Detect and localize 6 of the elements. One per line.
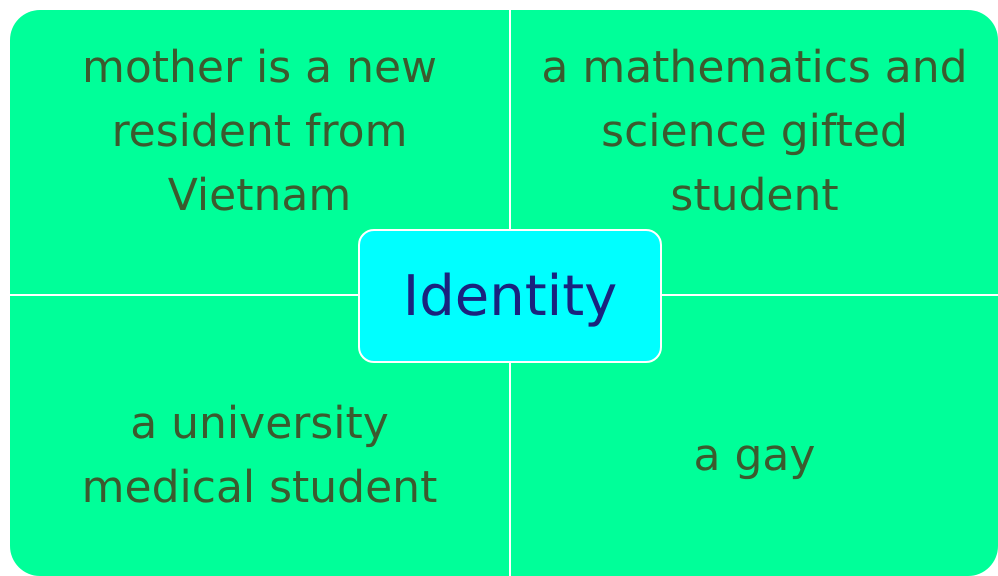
center-title: Identity xyxy=(402,264,618,328)
identity-text: a gay xyxy=(694,429,816,483)
identity-text: mother is a new resident from Vietnam xyxy=(80,41,438,223)
identity-text: a mathematics and science gifted student xyxy=(540,41,969,223)
identity-text: a university medical student xyxy=(80,397,438,515)
center-box xyxy=(358,229,662,363)
